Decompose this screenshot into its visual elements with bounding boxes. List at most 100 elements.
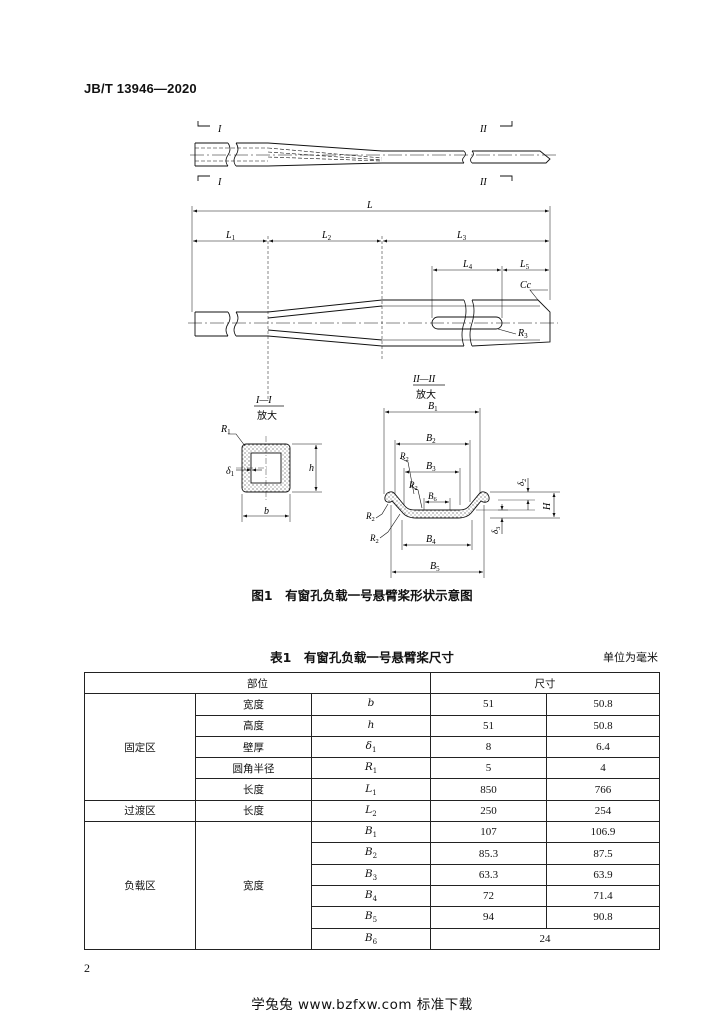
row-value-2: 6.4 (546, 735, 661, 759)
row-value-1: 51 (430, 693, 548, 716)
row-value-2: 4 (546, 757, 661, 780)
section-I-top-label: I (217, 124, 222, 135)
row-value-2: 106.9 (546, 821, 661, 844)
dim-B3-label: B3 (426, 461, 436, 473)
detail-I-title: I—I (255, 395, 272, 406)
zone-transition: 过渡区 (84, 799, 196, 823)
row-item: 长度 (195, 778, 312, 801)
radius-R2-label-2: R2 (408, 480, 418, 492)
row-value-2: 90.8 (546, 906, 661, 929)
row-symbol: B5 (310, 906, 432, 929)
row-item: 宽度 (195, 821, 312, 950)
row-value-1: 850 (430, 778, 548, 801)
row-value-1: 8 (430, 735, 548, 759)
row-symbol: R1 (310, 757, 432, 780)
section-II-top-label: II (479, 124, 487, 135)
radius-R3-label: R3 (517, 328, 528, 340)
row-item: 长度 (195, 799, 312, 823)
dimensions-table: 部位 尺寸 固定区 宽度 b 51 50.8 高度 h 51 50.8 壁厚 δ… (83, 671, 661, 950)
row-item: 壁厚 (195, 735, 312, 759)
section-II-bottom-label: II (479, 177, 487, 188)
table-header-row: 部位 尺寸 (83, 671, 661, 695)
row-symbol: B6 (310, 927, 432, 950)
table-caption: 表1 有窗孔负载一号悬臂桨尺寸 (270, 650, 454, 665)
row-value-1: 5 (430, 757, 548, 780)
zone-fixed: 固定区 (84, 693, 196, 801)
row-value-2: 766 (546, 778, 661, 801)
table-row: 圆角半径 R1 5 4 (85, 757, 661, 780)
header-part: 部位 (83, 671, 432, 695)
standard-number: JB/T 13946—2020 (84, 81, 197, 96)
chamfer-Cc-label: Cc (520, 280, 532, 291)
dim-L-label: L (366, 200, 373, 211)
section-I-bottom-label: I (217, 177, 222, 188)
row-value-2: 254 (546, 799, 661, 823)
row-value-1: 250 (430, 799, 548, 823)
dim-B5-label: B5 (430, 561, 440, 573)
row-value-1: 94 (430, 906, 548, 929)
row-item: 圆角半径 (195, 757, 312, 780)
row-symbol: δ1 (310, 735, 432, 759)
table-row: B3 63.3 63.9 (85, 863, 661, 886)
dim-L3-label: L3 (456, 230, 467, 242)
table-row: B5 94 90.8 (85, 906, 661, 929)
page-number: 2 (84, 961, 90, 975)
table-unit: 单位为毫米 (603, 651, 658, 664)
delta2-label: δ2 (516, 479, 528, 486)
row-value-2: 71.4 (546, 884, 661, 908)
side-view (188, 206, 558, 400)
dim-B2-label: B2 (426, 433, 436, 445)
row-symbol: L1 (310, 778, 432, 801)
row-value-1: 72 (430, 884, 548, 908)
section-I-detail (228, 405, 322, 522)
table-row: 过渡区 长度 L2 250 254 (84, 799, 661, 823)
delta3-label: δ3 (490, 527, 502, 534)
top-view (190, 121, 556, 181)
table-row: 壁厚 δ1 8 6.4 (85, 735, 661, 759)
row-symbol: B1 (310, 821, 432, 844)
row-symbol: h (310, 714, 432, 737)
radius-R2-label-1: R2 (399, 451, 409, 463)
table-row: B6 24 (85, 927, 661, 950)
row-symbol: B4 (310, 884, 432, 908)
row-value-2: 63.9 (546, 863, 661, 886)
radius-R2-label-3: R2 (365, 511, 375, 523)
detail-II-title: II—II (412, 374, 436, 385)
detail-I-subtitle: 放大 (257, 409, 277, 422)
table-row: B4 72 71.4 (85, 884, 661, 908)
row-value-1: 51 (430, 714, 548, 737)
table-row: B2 85.3 87.5 (85, 842, 661, 865)
delta1-label: δ1 (226, 466, 235, 478)
dim-L5-label: L5 (519, 259, 530, 271)
row-value-2: 50.8 (546, 714, 661, 737)
header-size: 尺寸 (430, 671, 661, 695)
radius-R1-label: R1 (220, 424, 231, 436)
row-value-2: 87.5 (546, 842, 661, 865)
table-row: 固定区 宽度 b 51 50.8 (84, 693, 661, 801)
section-II-detail (375, 384, 560, 578)
technical-drawing: I I II II (188, 121, 560, 578)
row-symbol: B2 (310, 842, 432, 865)
dim-B6-label: B6 (428, 491, 438, 503)
dim-B4-label: B4 (426, 534, 436, 546)
row-symbol: B3 (310, 863, 432, 886)
dim-L4-label: L4 (462, 259, 473, 271)
dim-h-label: h (309, 463, 314, 474)
row-symbol: L2 (310, 799, 432, 823)
dim-L1-label: L1 (225, 230, 236, 242)
row-value-2: 50.8 (546, 693, 661, 716)
dim-B1-label: B1 (428, 401, 438, 413)
row-item: 高度 (195, 714, 312, 737)
row-value-merged: 24 (430, 927, 661, 950)
figure-caption: 图1 有窗孔负载一号悬臂桨形状示意图 (251, 588, 473, 603)
dim-L2-label: L2 (321, 230, 332, 242)
row-symbol: b (310, 693, 432, 716)
zone-load: 负载区 (84, 821, 196, 950)
row-item: 宽度 (195, 693, 312, 716)
radius-R2-label-4: R2 (369, 533, 379, 545)
detail-II-subtitle: 放大 (416, 388, 436, 401)
table-row: 高度 h 51 50.8 (85, 714, 661, 737)
dim-b-label: b (264, 506, 269, 517)
dim-H-label: H (542, 502, 553, 511)
